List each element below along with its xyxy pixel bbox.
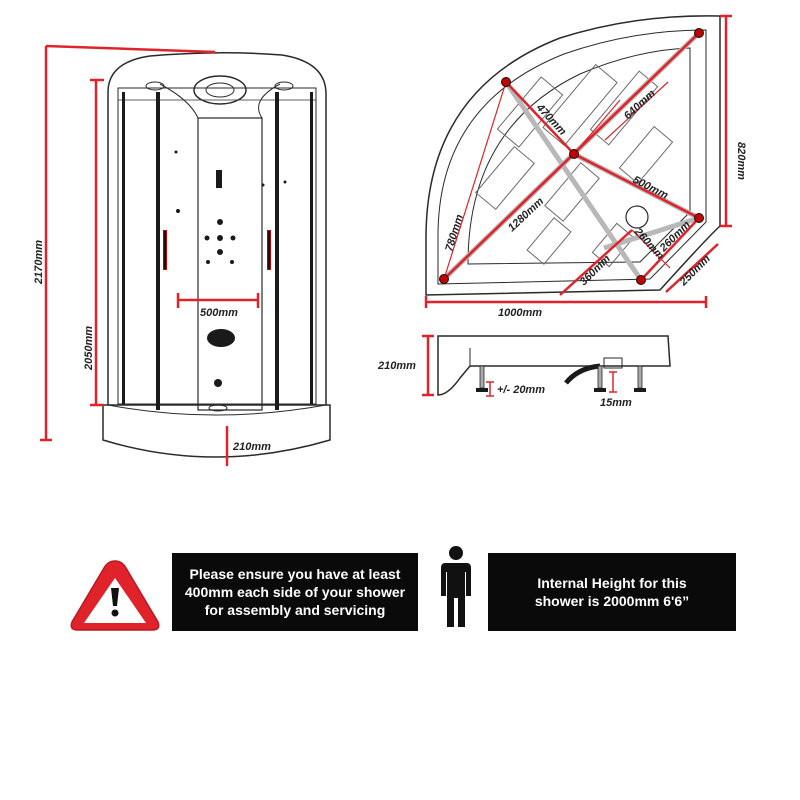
control-panel <box>174 150 287 387</box>
clearance-notice-text: Please ensure you have at least 400mm ea… <box>184 566 406 618</box>
floor-drain <box>208 404 228 412</box>
front-view-cabin <box>102 51 331 458</box>
person-silhouette-icon <box>441 546 471 627</box>
dim-cabin-height: 2050mm <box>83 326 95 371</box>
clearance-notice: Please ensure you have at least 400mm ea… <box>172 553 418 631</box>
back-column-panel <box>197 117 263 411</box>
internal-height-notice: Internal Height for this shower is 2000m… <box>488 553 736 631</box>
hand-shower-holder <box>214 379 222 387</box>
dim-panel-width: 500mm <box>200 307 238 319</box>
dim-leg-adjust: +/- 20mm <box>497 384 545 396</box>
front-view-doors <box>122 92 313 410</box>
dim-side-780: 780mm <box>443 213 466 253</box>
dim-drain-360: 360mm <box>578 253 613 288</box>
ceiling-light-right <box>274 81 294 91</box>
dim-edge-250: 250mm <box>677 253 713 289</box>
body-jet <box>217 219 223 225</box>
dim-width-1000: 1000mm <box>498 307 542 319</box>
plan-view-slats <box>475 63 674 268</box>
plan-view-tray <box>425 15 721 296</box>
dim-waste-offset: 15mm <box>600 397 632 409</box>
rain-shower-head <box>193 75 247 105</box>
control-display <box>216 170 222 188</box>
dim-tray-height: 210mm <box>232 441 271 453</box>
front-view-dimension-lines <box>40 44 260 466</box>
tray-drain <box>625 205 649 229</box>
dim-depth-820: 820mm <box>735 142 747 180</box>
plan-view-points <box>439 28 704 285</box>
waste-pipe <box>564 363 601 385</box>
ceiling-light-left <box>145 81 165 91</box>
internal-height-notice-text: Internal Height for this shower is 2000m… <box>534 575 690 609</box>
shower-tray <box>102 404 331 458</box>
dim-total-height: 2170mm <box>33 240 45 285</box>
tray-profile <box>437 335 671 396</box>
seat-speaker <box>207 329 235 347</box>
warning-triangle-icon <box>70 560 160 631</box>
tray-profile-dimension-lines <box>422 334 617 397</box>
dim-profile-height: 210mm <box>377 360 416 372</box>
